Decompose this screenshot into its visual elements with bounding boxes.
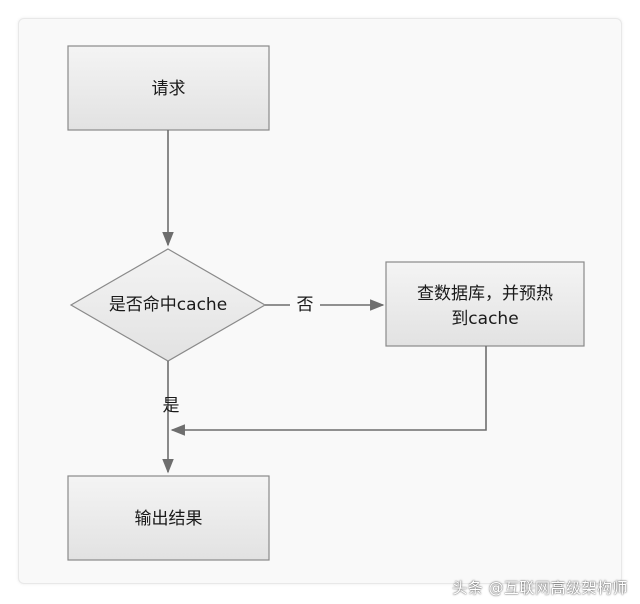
node-request: 请求 bbox=[67, 45, 270, 131]
edge-no-label-bg bbox=[290, 292, 320, 316]
node-output-box bbox=[67, 475, 270, 561]
node-query-db-label-line2: 到cache bbox=[451, 309, 518, 329]
node-query-db: 查数据库，并预热 到cache bbox=[385, 261, 585, 347]
node-output: 输出结果 bbox=[67, 475, 270, 561]
node-query-db-box bbox=[385, 261, 585, 347]
edge-query-to-output-line bbox=[170, 346, 487, 436]
node-decision: 是否命中cache bbox=[69, 248, 267, 362]
node-request-box bbox=[67, 45, 270, 131]
edge-no-label: 否 bbox=[297, 295, 314, 315]
node-output-label: 输出结果 bbox=[135, 509, 203, 529]
node-request-label: 请求 bbox=[152, 79, 186, 99]
edge-yes-label: 是 bbox=[163, 396, 180, 416]
node-decision-label: 是否命中cache bbox=[109, 295, 227, 315]
node-query-db-label-line1: 查数据库，并预热 bbox=[417, 284, 553, 304]
watermark: 头条 @互联网高级架构师 bbox=[452, 579, 628, 597]
